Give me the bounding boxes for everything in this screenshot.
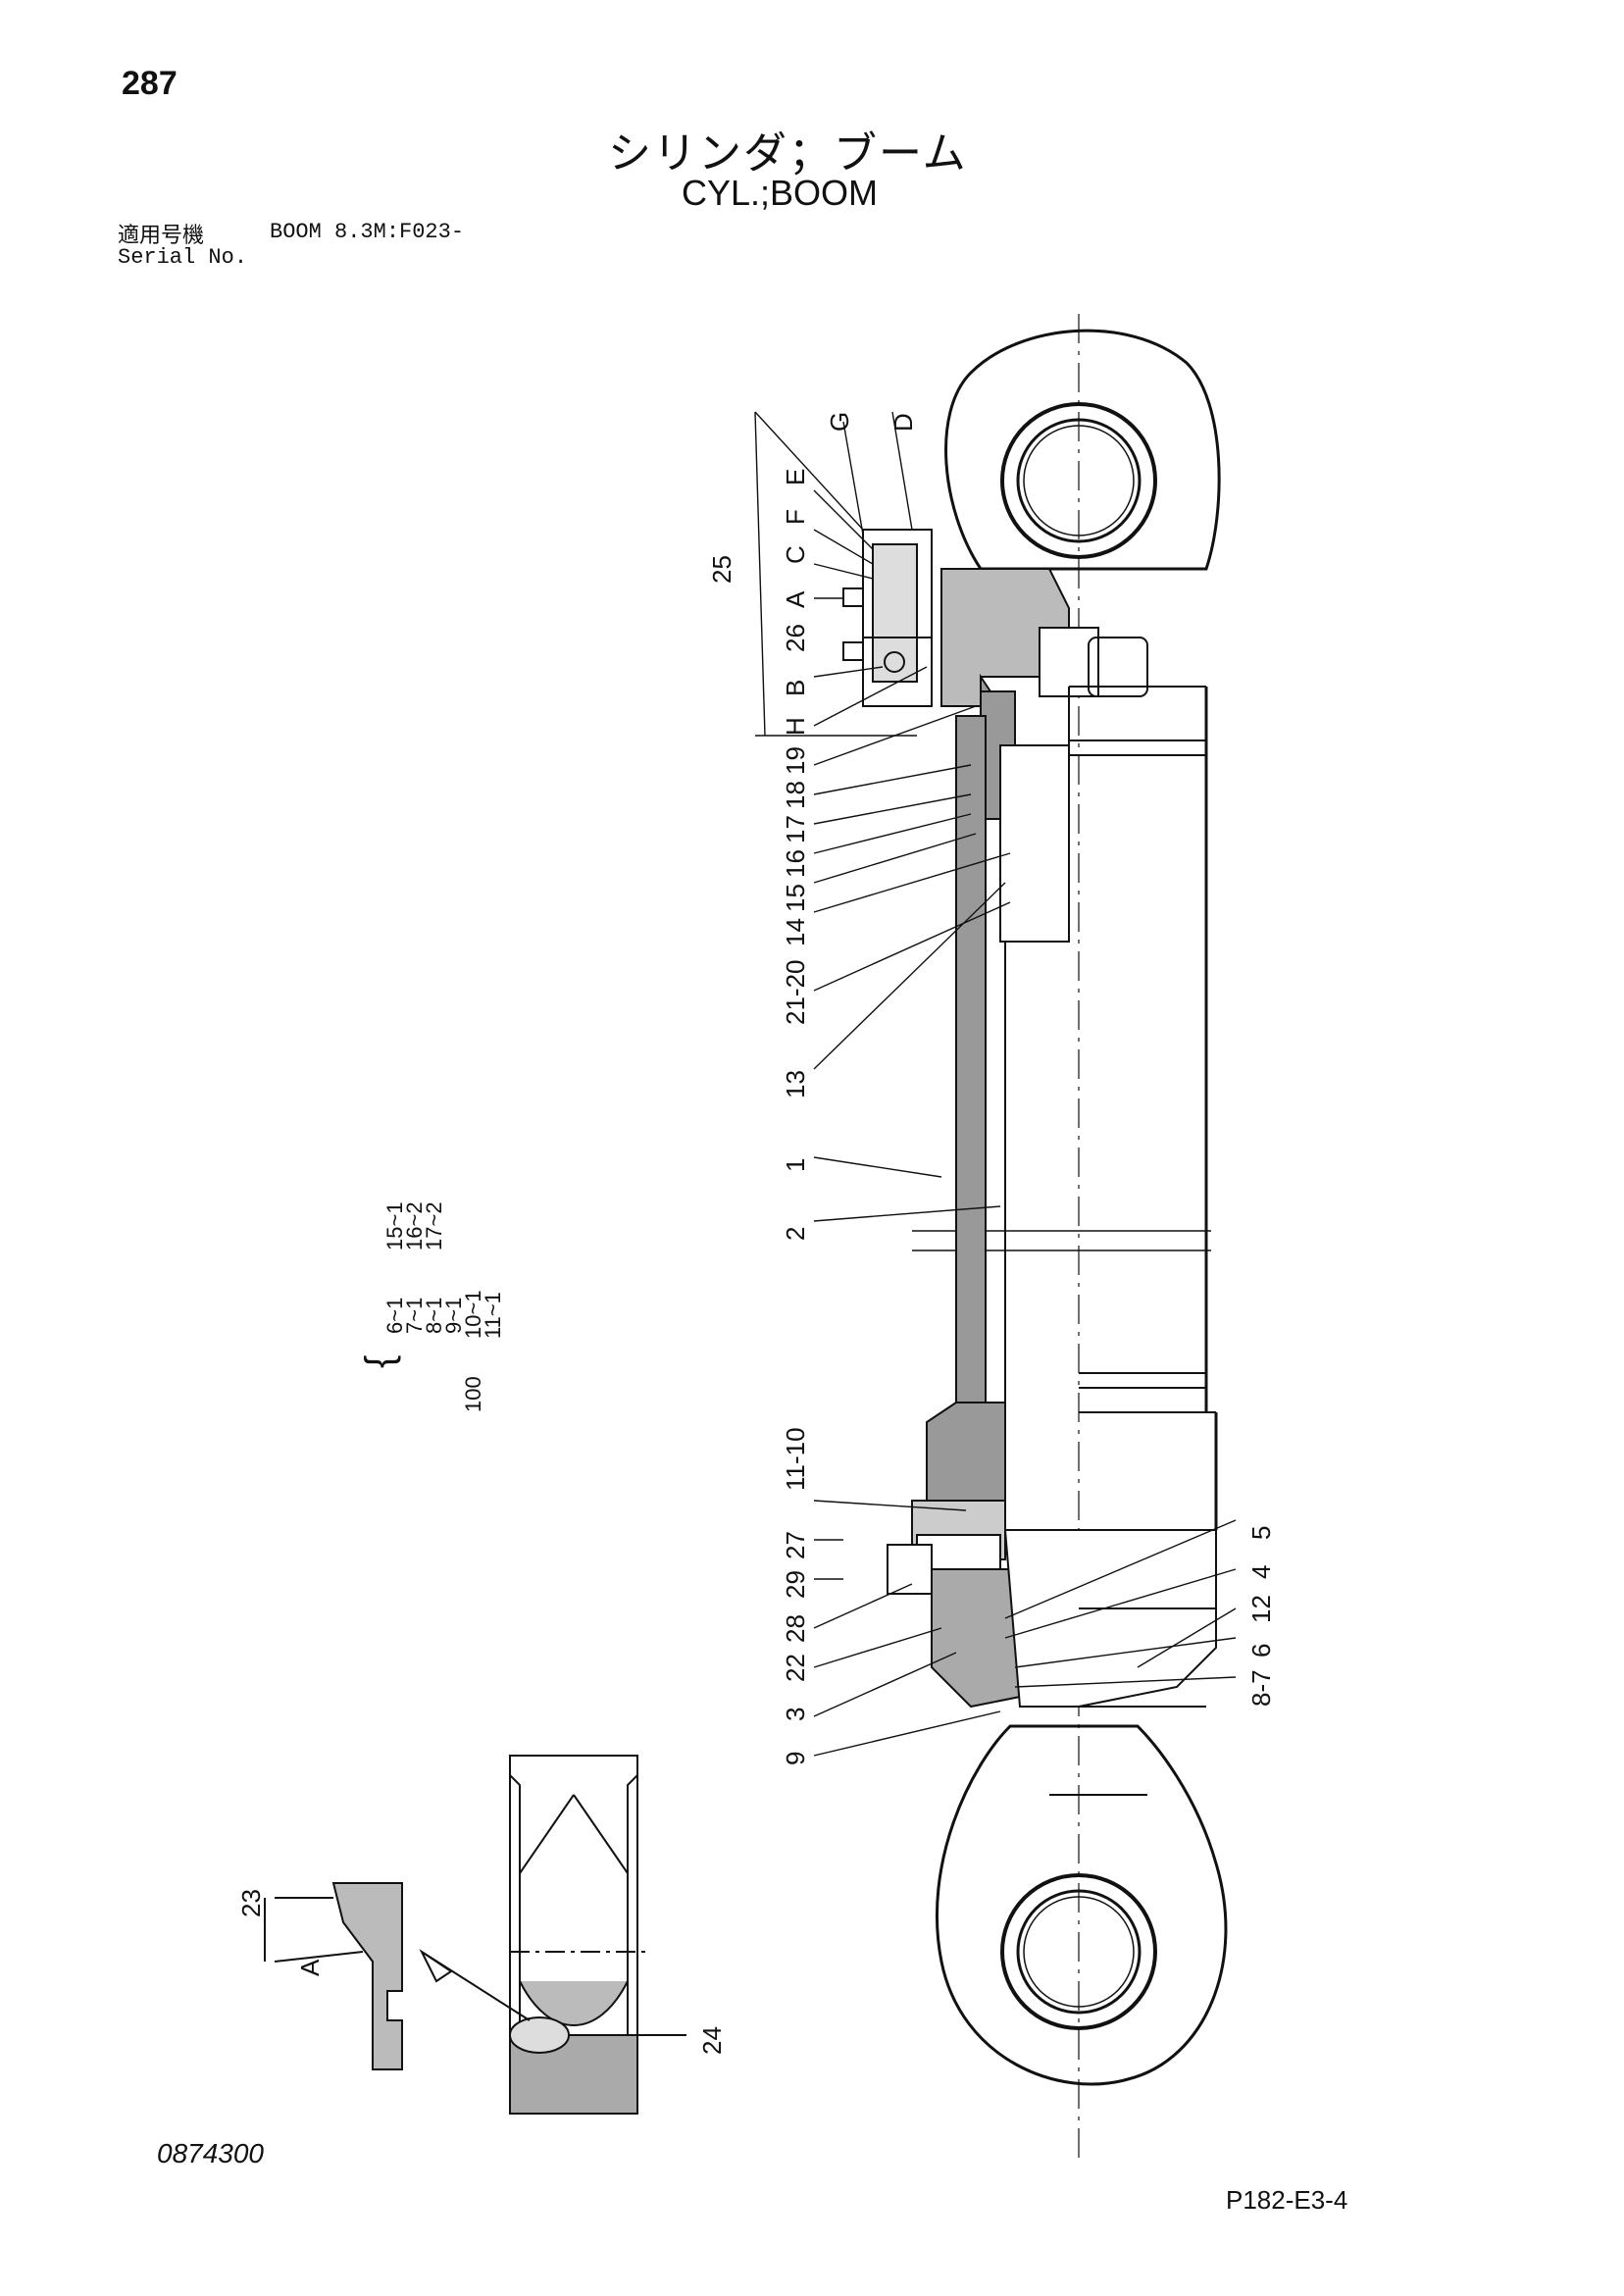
callout-2: 2	[781, 1227, 810, 1241]
callout-c: C	[781, 545, 810, 564]
kit-brace-icon: {	[358, 1355, 401, 1368]
kit-item-16: 16~2	[402, 1201, 427, 1250]
rod-head	[940, 568, 1148, 943]
title-english: CYL.;BOOM	[682, 173, 879, 213]
callout-14: 14	[781, 918, 810, 946]
top-valve-box	[842, 529, 933, 707]
callout-18: 18	[781, 781, 810, 809]
callout-21-20: 21-20	[781, 960, 810, 1026]
kit-list: 100 { 6~1 7~1 8~1 9~1 10~1 11~1 15~1 16~…	[358, 1201, 505, 1412]
kit-number: 100	[461, 1376, 485, 1412]
callout-19: 19	[781, 746, 810, 775]
callout-h: H	[781, 717, 810, 736]
callout-24: 24	[697, 2026, 727, 2055]
piston-rod	[926, 715, 1006, 1531]
document-number: 0874300	[157, 2138, 265, 2168]
serial-number-label: Serial No.	[118, 245, 248, 270]
callout-17: 17	[781, 815, 810, 843]
kit-item-10: 10~1	[461, 1290, 485, 1339]
kit-item-15: 15~1	[382, 1201, 407, 1250]
title-japanese: シリンダ；ブーム	[608, 128, 968, 179]
callout-9: 9	[781, 1752, 810, 1765]
leader-lines	[754, 411, 1237, 1757]
callout-f: F	[781, 509, 810, 525]
callout-b: B	[781, 680, 810, 696]
callout-4: 4	[1246, 1565, 1276, 1579]
detail-view	[264, 1755, 686, 2115]
kit-item-6: 6~1	[382, 1298, 407, 1334]
callout-26: 26	[781, 624, 810, 652]
callout-11-10: 11-10	[781, 1427, 810, 1491]
callout-e: E	[781, 469, 810, 485]
callout-13: 13	[781, 1070, 810, 1098]
callout-8-7: 8-7	[1246, 1669, 1276, 1707]
kit-item-8: 8~1	[422, 1298, 446, 1334]
top-eye	[944, 329, 1221, 571]
page-code: P182-E3-4	[1226, 2185, 1348, 2215]
callout-29: 29	[781, 1570, 810, 1599]
callout-a: A	[781, 590, 810, 608]
callout-23: 23	[236, 1889, 266, 1917]
callout-3: 3	[781, 1708, 810, 1721]
callout-detail-a: A	[295, 1959, 325, 1976]
applicable-model-label: 適用号機	[118, 224, 205, 248]
piston-assembly	[887, 1500, 1217, 1709]
callout-5: 5	[1246, 1526, 1276, 1540]
kit-item-7: 7~1	[402, 1298, 427, 1334]
bottom-eye	[936, 1724, 1228, 2086]
callout-1: 1	[781, 1158, 810, 1172]
callout-25: 25	[707, 555, 736, 584]
applicable-model-value: BOOM 8.3M:F023-	[270, 220, 465, 244]
callout-g: G	[825, 412, 854, 432]
callout-16: 16	[781, 849, 810, 878]
callout-27: 27	[781, 1531, 810, 1559]
callout-labels: G D E F C 25 A 26 B H 19 18 17 16 15 14 …	[236, 412, 1276, 2055]
callout-22: 22	[781, 1654, 810, 1682]
callout-28: 28	[781, 1614, 810, 1643]
page-number: 287	[122, 65, 178, 102]
kit-item-17: 17~2	[422, 1201, 446, 1250]
callout-15: 15	[781, 884, 810, 912]
callout-12: 12	[1246, 1595, 1276, 1623]
kit-item-11: 11~1	[481, 1292, 505, 1339]
callout-6: 6	[1246, 1644, 1276, 1658]
callout-d: D	[888, 413, 918, 432]
kit-item-9: 9~1	[441, 1298, 466, 1334]
